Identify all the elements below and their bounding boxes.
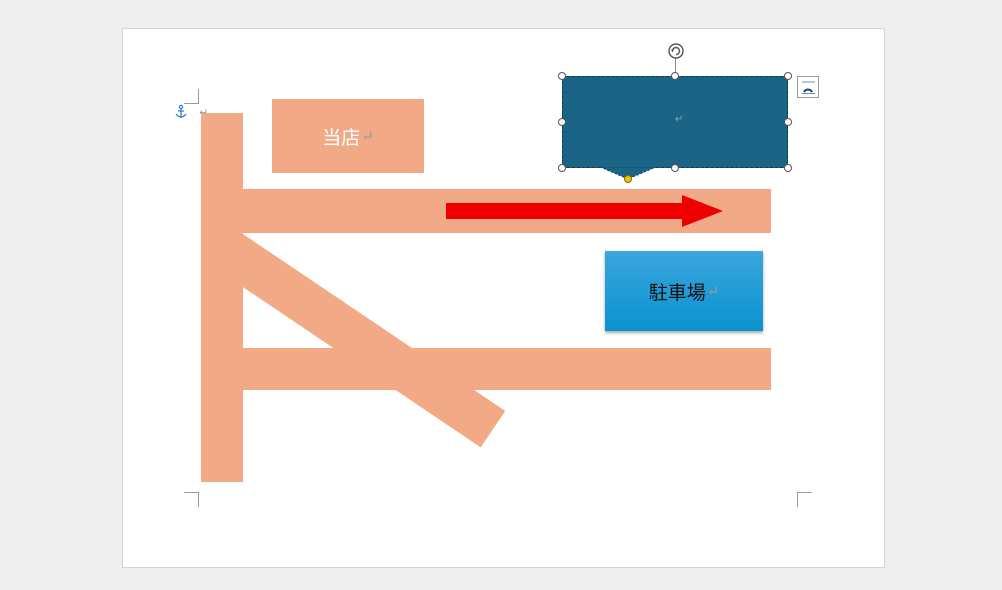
anchor-icon[interactable] <box>173 104 189 120</box>
paragraph-mark: ↵ <box>199 106 208 119</box>
direction-arrow[interactable] <box>446 194 724 228</box>
resize-handle-top-right[interactable] <box>784 72 792 80</box>
resize-handle-bottom-right[interactable] <box>784 164 792 172</box>
parking-label-box[interactable]: 駐車場↵ <box>605 251 763 331</box>
road-bottom[interactable] <box>243 348 771 390</box>
callout-tail[interactable] <box>599 166 660 187</box>
resize-handle-bottom[interactable] <box>671 164 679 172</box>
resize-handle-left[interactable] <box>558 118 566 126</box>
parking-label: 駐車場 <box>648 281 706 304</box>
road-vertical[interactable] <box>201 113 243 482</box>
resize-handle-bottom-left[interactable] <box>558 164 566 172</box>
resize-handle-top-left[interactable] <box>558 72 566 80</box>
resize-handle-top[interactable] <box>671 72 679 80</box>
callout-paragraph-mark: ↵ <box>675 114 684 125</box>
paragraph-mark: ↵ <box>361 127 374 145</box>
resize-handle-right[interactable] <box>784 118 792 126</box>
margin-corner-bottom-left <box>184 492 199 507</box>
shop-label-box[interactable]: 当店↵ <box>272 99 424 173</box>
rotate-handle-icon[interactable] <box>667 42 685 60</box>
paragraph-mark: ↵ <box>706 282 720 300</box>
shop-label: 当店 <box>322 126 361 149</box>
margin-corner-top-left <box>184 89 199 104</box>
adjust-handle[interactable] <box>624 175 632 183</box>
rotate-handle-stem <box>675 58 676 76</box>
margin-corner-bottom-right <box>797 492 812 507</box>
layout-options-icon[interactable] <box>797 76 819 98</box>
